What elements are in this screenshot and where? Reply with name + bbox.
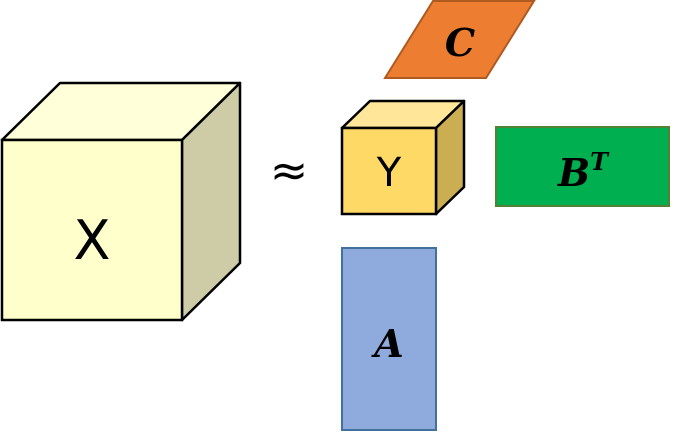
core-tensor-label: Y bbox=[376, 150, 402, 196]
factor-b-label: BT bbox=[557, 147, 610, 195]
tensor-x-cube: X bbox=[0, 81, 242, 322]
factor-a: A bbox=[341, 247, 437, 431]
factor-a-label: A bbox=[371, 321, 403, 366]
tensor-x-front-face bbox=[0, 138, 184, 322]
factor-c-label: C bbox=[445, 20, 475, 65]
factor-b-shape bbox=[495, 126, 670, 207]
factor-b-base: B bbox=[557, 150, 590, 195]
tensor-x-label: X bbox=[74, 209, 111, 272]
factor-c: C bbox=[383, 0, 536, 79]
core-tensor-y-cube: Y bbox=[340, 99, 466, 216]
core-tensor-front-face bbox=[340, 126, 438, 216]
factor-c-shape bbox=[383, 0, 536, 79]
factor-b-transpose: BT bbox=[495, 126, 670, 207]
approx-symbol: ≈ bbox=[270, 143, 309, 197]
factor-a-shape bbox=[341, 247, 437, 431]
factor-b-superscript: T bbox=[590, 147, 610, 176]
